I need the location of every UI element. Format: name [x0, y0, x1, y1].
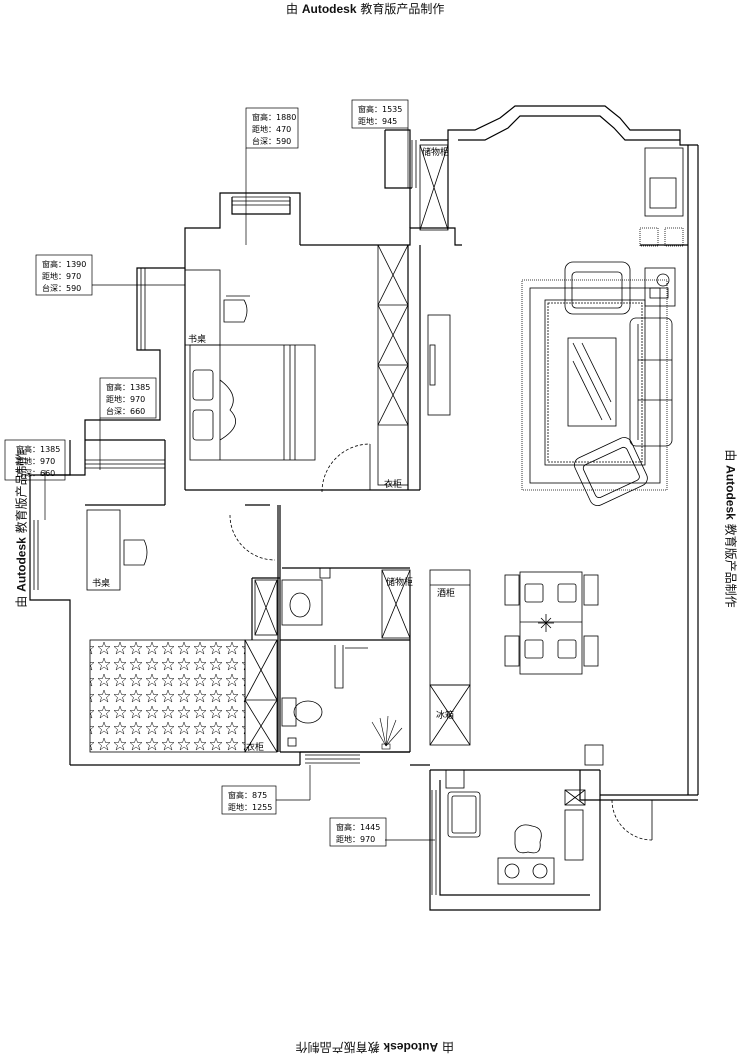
- note-w5-line3: 台深：660: [16, 468, 55, 478]
- note-boxes: [4, 99, 409, 847]
- note-w3-line2: 距地：970: [42, 271, 81, 281]
- note-w4-line2: 距地：970: [106, 394, 145, 404]
- label-wardrobe-bed1: 衣柜: [384, 478, 402, 490]
- label-wine-cabinet: 酒柜: [437, 587, 455, 599]
- label-storage-bath: 储物柜: [386, 576, 413, 588]
- watermark-brand: Autodesk: [301, 2, 357, 16]
- note-w4-line1: 窗高：1385: [106, 382, 150, 392]
- outer-walls: [29, 105, 699, 911]
- note-w1: 窗高：1880 距地：470 台深：590: [252, 112, 296, 146]
- note-w5: 窗高：1385 距地：970 台深：660: [16, 444, 60, 478]
- note-w2: 窗高：1535 距地：945: [358, 104, 402, 126]
- note-w1-line3: 台深：590: [252, 136, 291, 146]
- bedroom1-furniture: [184, 144, 451, 493]
- note-w6: 窗高：875 距地：1255: [228, 790, 272, 812]
- note-w4-line3: 台深：660: [106, 406, 145, 416]
- note-w7-line1: 窗高：1445: [336, 822, 380, 832]
- note-w3-line1: 窗高：1390: [42, 259, 86, 269]
- note-w1-line2: 距地：470: [252, 124, 291, 134]
- watermark-prefix: 由: [286, 2, 299, 16]
- note-w6-line1: 窗高：875: [228, 790, 267, 800]
- note-leaders: [44, 128, 435, 841]
- watermark-suffix: 教育版产品制作: [360, 2, 445, 16]
- label-desk-bed2: 书桌: [92, 577, 110, 589]
- windows: [29, 140, 437, 895]
- living-room: [429, 147, 684, 841]
- watermark-top: 由 Autodesk 教育版产品制作: [286, 0, 444, 17]
- label-wardrobe-bed2: 衣柜: [246, 741, 264, 753]
- note-w3: 窗高：1390 距地：970 台深：590: [42, 259, 86, 293]
- bathroom: [281, 567, 411, 750]
- bedroom2-furniture: [86, 509, 278, 753]
- note-w4: 窗高：1385 距地：970 台深：660: [106, 382, 150, 416]
- note-w7: 窗高：1445 距地：970: [336, 822, 380, 844]
- note-w3-line3: 台深：590: [42, 283, 81, 293]
- note-w7-line2: 距地：970: [336, 834, 375, 844]
- note-w2-line2: 距地：945: [358, 116, 397, 126]
- kitchen: [445, 744, 604, 885]
- note-w5-line2: 距地：970: [16, 456, 55, 466]
- note-w2-line1: 窗高：1535: [358, 104, 402, 114]
- note-w5-line1: 窗高：1385: [16, 444, 60, 454]
- note-w1-line1: 窗高：1880: [252, 112, 296, 122]
- label-storage-top: 储物柜: [422, 146, 449, 158]
- room-labels: 储物柜 书桌 衣柜 书桌 衣柜 储物柜 酒柜 冰箱: [92, 146, 455, 753]
- note-w6-line2: 距地：1255: [228, 802, 272, 812]
- label-fridge: 冰箱: [436, 709, 454, 721]
- label-desk-bed1: 书桌: [188, 333, 206, 345]
